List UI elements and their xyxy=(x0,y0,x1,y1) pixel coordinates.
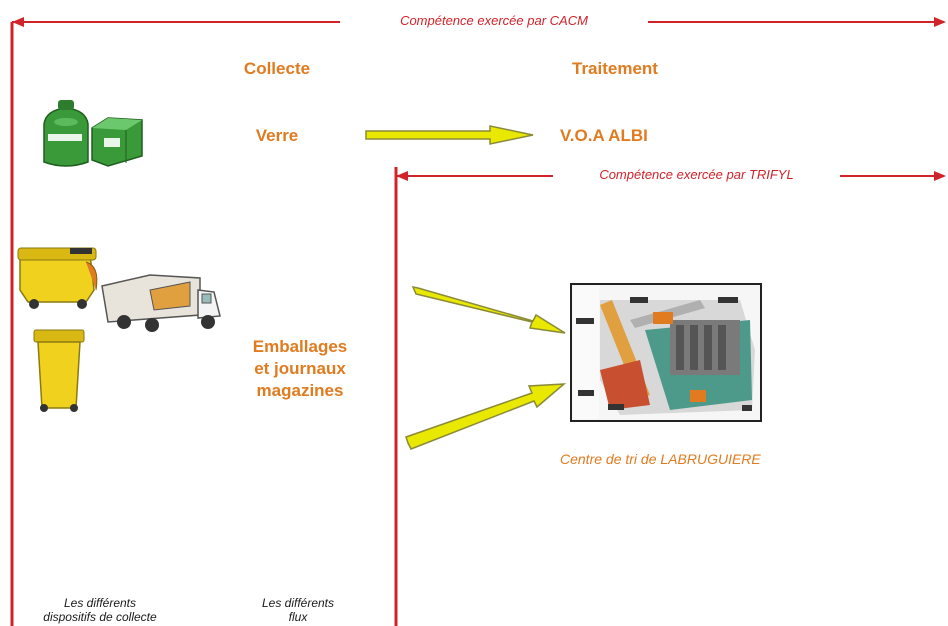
garbage-truck-icon xyxy=(101,274,221,332)
verre-flow-label: Verre xyxy=(255,126,299,145)
footer-dispositifs: Les différents dispositifs de collecte xyxy=(20,596,180,624)
emballages-arrow-top xyxy=(411,285,566,334)
footer-flux-line1: Les différents xyxy=(261,596,335,610)
voa-albi-label: V.O.A ALBI xyxy=(560,126,648,145)
traitement-header: Traitement xyxy=(572,59,658,78)
centre-tri-label: Centre de tri de LABRUGUIERE xyxy=(560,451,761,467)
trifyl-competence-label: Compétence exercée par TRIFYL xyxy=(599,167,794,182)
emballages-arrow-bottom xyxy=(405,383,567,450)
verre-arrow xyxy=(365,125,534,145)
trifyl-bracket xyxy=(394,167,946,626)
sorting-center-image xyxy=(570,283,762,422)
footer-flux: Les différents flux xyxy=(238,596,358,624)
yellow-wheelie-bin-icon xyxy=(17,247,98,309)
footer-dispositifs-line1: Les différents xyxy=(63,596,137,610)
yellow-small-bin-icon xyxy=(33,329,85,412)
emballages-line3: magazines xyxy=(256,381,344,400)
cacm-bracket xyxy=(10,17,946,626)
glass-bank-icon xyxy=(43,100,89,167)
footer-dispositifs-line2: dispositifs de collecte xyxy=(43,610,157,624)
footer-flux-line2: flux xyxy=(288,610,308,624)
emballages-line1: Emballages xyxy=(252,337,348,356)
emballages-line2: et journaux xyxy=(254,359,346,378)
cacm-competence-label: Compétence exercée par CACM xyxy=(400,13,588,28)
collecte-header: Collecte xyxy=(243,59,311,78)
green-container-icon xyxy=(91,117,143,167)
emballages-flow-label: Emballages et journaux magazines xyxy=(230,336,370,402)
